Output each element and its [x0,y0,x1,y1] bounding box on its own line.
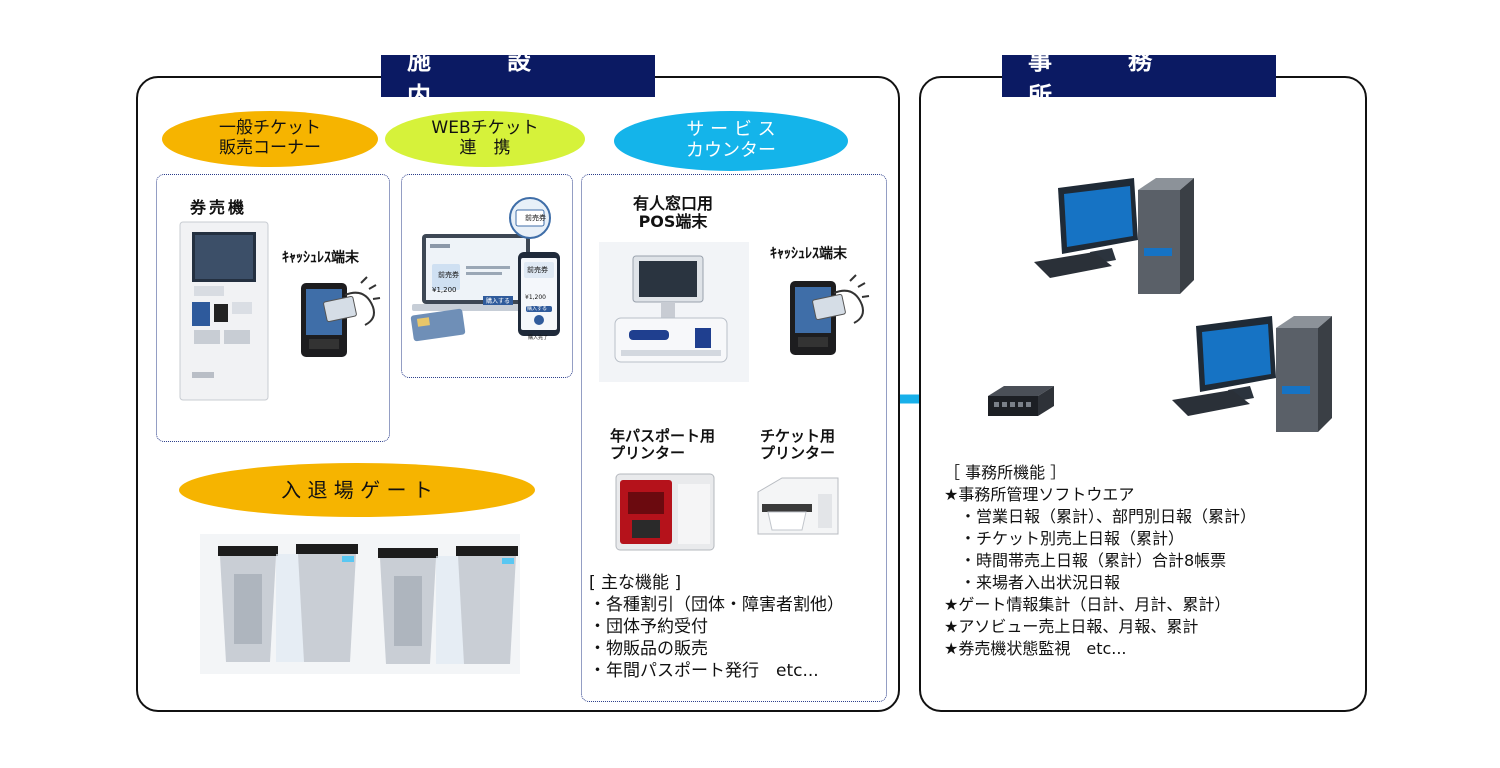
gate-image [200,534,520,674]
general-corner-box [156,174,390,442]
passport-printer-line-2: プリンター [610,444,686,463]
pos-terminal-image [599,242,749,382]
web-phone-buy-button: 購入する [527,306,548,312]
web-laptop-buy-button: 購入する [483,296,514,305]
office-function-item: ・チケット別売上日報（累計） [944,529,1185,548]
ticket-machine-image [179,221,269,401]
office-functions-heading: ［ 事務所機能 ］ [944,463,1067,482]
web-ticket-oval: WEBチケット 連 携 [385,111,585,167]
web-phone-price: ¥1,200 [525,294,546,301]
service-corner-line-2: カウンター [686,140,776,161]
pos-terminal-label: 有人窓口用 POS端末 [633,194,714,232]
cashless-terminal-image-2 [790,274,870,355]
office-function-item: ・来場者入出状況日報 [944,573,1121,592]
pos-label-line-2: POS端末 [638,212,708,232]
office-function-item: ★事務所管理ソフトウエア [944,485,1135,504]
office-function-item: ★アソビュー売上日報、月報、累計 [944,617,1199,636]
office-pc-image-2 [1172,316,1332,432]
general-corner-line-1: 一般チケット [219,118,321,139]
office-function-item: ★券売機状態監視 etc... [944,639,1127,658]
facility-functions-heading: [ 主な機能 ] [589,573,682,593]
service-counter-box [581,174,887,702]
web-corner-line-1: WEBチケット [431,118,539,139]
ticket-printer-image [757,477,839,535]
web-ticket-bubble-label: 前売券 [525,214,546,222]
cashless-label-1: ｷｬｯｼｭﾚｽ端末 [282,250,359,266]
web-phone-ticket-label: 前売券 [527,266,548,274]
office-function-item: ★ゲート情報集計（日計、月計、累計） [944,595,1231,614]
ticket-machine-label: 券売機 [190,198,248,217]
general-corner-line-2: 販売コーナー [219,138,321,158]
ticket-printer-label: チケット用 プリンター [760,427,836,463]
pos-label-line-1: 有人窓口用 [633,194,714,213]
facility-function-item: ・団体予約受付 [589,617,708,637]
web-devices-image [410,197,560,342]
web-corner-box [401,174,573,378]
web-corner-line-2: 連 携 [459,138,511,158]
facility-title: 施 設 内 [381,47,655,110]
facility-function-item: ・物販品の販売 [589,639,708,659]
gate-oval: 入 退 場 ゲ ー ト [179,463,535,517]
web-laptop-ticket-label: 前売券 [438,271,459,279]
passport-printer-label: 年パスポート用 プリンター [610,427,716,463]
cashless-terminal-image-1 [301,276,381,357]
network-hub-icon [988,386,1054,416]
facility-functions: [ 主な機能 ] ・各種割引（団体・障害者割他） ・団体予約受付 ・物販品の販売… [589,572,844,682]
web-laptop-price: ¥1,200 [432,286,457,294]
facility-function-item: ・各種割引（団体・障害者割他） [589,595,844,615]
office-function-item: ・時間帯売上日報（累計）合計8帳票 [944,551,1227,570]
cashless-label-2: ｷｬｯｼｭﾚｽ端末 [770,246,847,262]
web-phone-done-label: 購入完了 [528,335,549,341]
service-corner-line-1: サ ー ビ ス [686,119,776,141]
service-counter-oval: サ ー ビ ス カウンター [614,111,848,171]
passport-printer-line-1: 年パスポート用 [610,427,716,445]
passport-printer-image [615,473,715,551]
ticket-printer-line-2: プリンター [760,444,836,463]
general-ticket-corner-oval: 一般チケット 販売コーナー [162,111,378,167]
office-function-item: ・営業日報（累計）、部門別日報（累計） [944,507,1257,526]
office-functions: ［ 事務所機能 ］ ★事務所管理ソフトウエア ・営業日報（累計）、部門別日報（累… [944,462,1256,660]
ticket-printer-line-1: チケット用 [760,427,836,445]
facility-function-item: ・年間パスポート発行 etc... [589,661,819,681]
office-title: 事 務 所 [1002,47,1276,110]
office-pc-image-1 [1034,178,1194,294]
